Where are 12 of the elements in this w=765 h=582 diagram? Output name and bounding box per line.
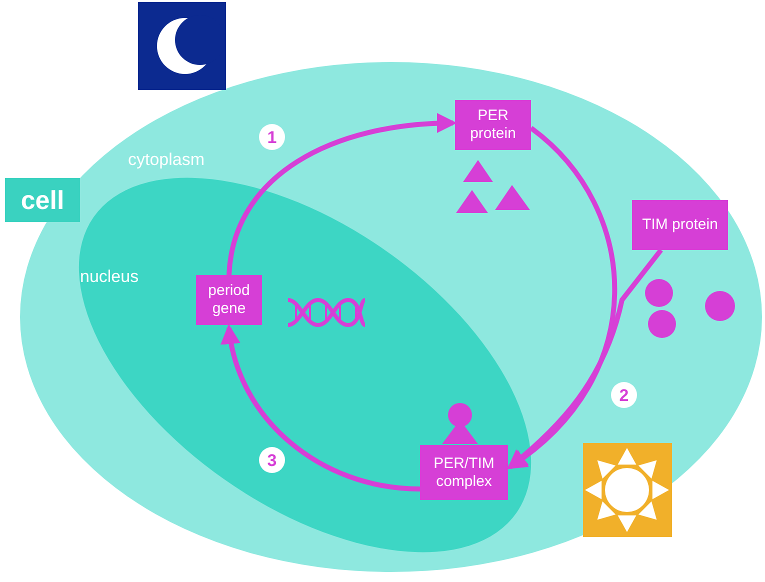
region-label: nucleus <box>80 267 139 287</box>
label-box: TIM protein <box>632 200 728 250</box>
arrow <box>222 324 420 492</box>
edge-label: 3 <box>259 447 285 473</box>
label-box: period gene <box>196 275 262 325</box>
edge-label: 2 <box>611 382 637 408</box>
arrow <box>506 248 663 470</box>
region-label: cytoplasm <box>128 150 205 170</box>
arrow <box>226 114 457 276</box>
edge-label: 1 <box>259 124 285 150</box>
label-tag: cell <box>5 178 80 222</box>
label-box: PER protein <box>455 100 531 150</box>
